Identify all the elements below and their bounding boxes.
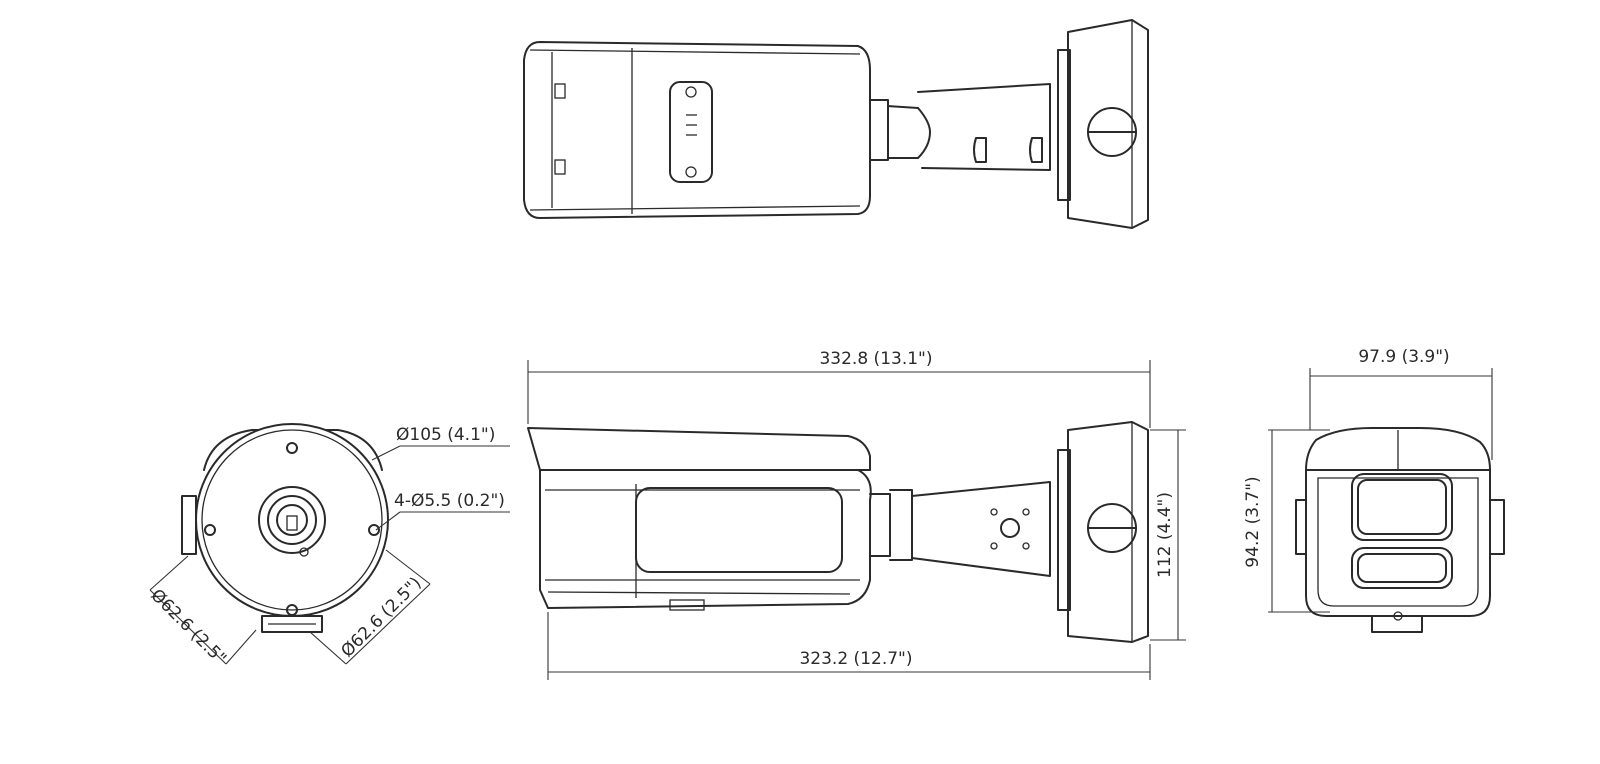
side-view: 332.8 (13.1") 323.2 (12.7") 112 (4.4") xyxy=(527,349,1186,680)
body-length-label: 323.2 (12.7") xyxy=(799,649,912,669)
back-view: Ø105 (4.1") 4-Ø5.5 (0.2") Ø62.6 (2.5" Ø6… xyxy=(146,423,510,669)
front-width-label: 97.9 (3.9") xyxy=(1358,347,1449,367)
overall-length-label: 332.8 (13.1") xyxy=(819,349,932,369)
base-diameter-label: Ø105 (4.1") xyxy=(396,425,495,445)
mount-height-label: 112 (4.4") xyxy=(1155,492,1175,578)
hole-spacing-label-left: Ø62.6 (2.5" xyxy=(146,585,230,669)
top-view xyxy=(523,19,1149,229)
front-view: 97.9 (3.9") 94.2 (3.7") xyxy=(1243,347,1505,633)
screw-holes-label: 4-Ø5.5 (0.2") xyxy=(394,491,505,511)
front-height-label: 94.2 (3.7") xyxy=(1243,476,1263,567)
